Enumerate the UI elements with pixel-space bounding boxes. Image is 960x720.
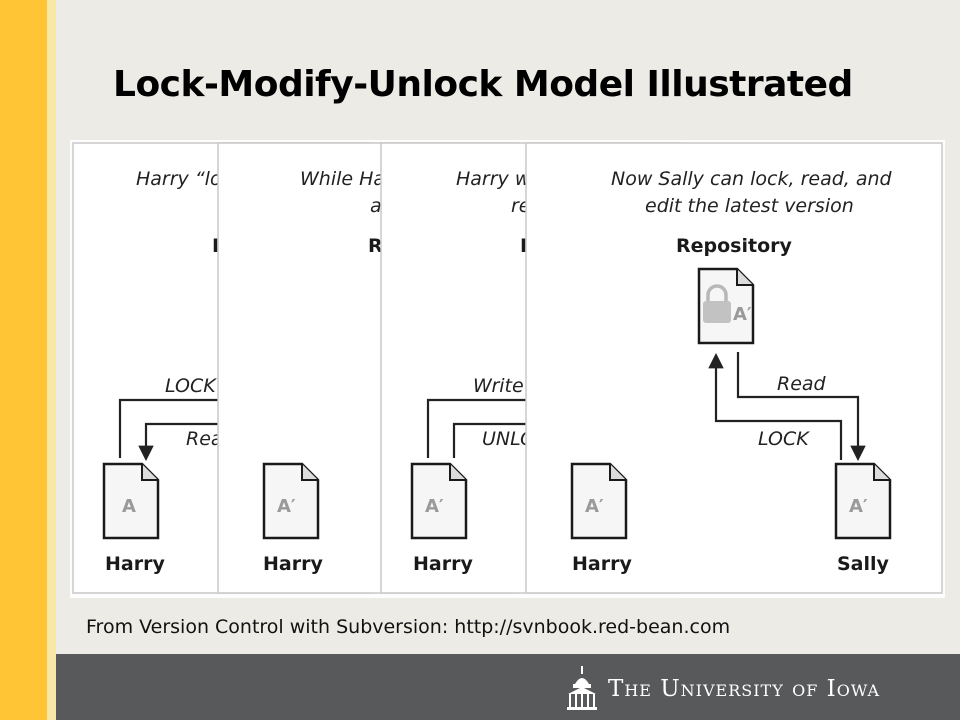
university-logo-text: The University of Iowa bbox=[608, 676, 881, 702]
repository-label: Repository bbox=[676, 235, 792, 257]
read-arrow bbox=[736, 352, 866, 462]
panel-1-partial-char: I bbox=[212, 235, 219, 257]
panel-1-read-arrow bbox=[138, 422, 220, 462]
panel-3-write-arrow bbox=[426, 398, 530, 458]
side-stripe-light bbox=[47, 0, 56, 720]
panel-3-unlock-label: UNLO bbox=[482, 428, 535, 450]
panel-1-lock-label: LOCK bbox=[165, 375, 217, 397]
lock-icon bbox=[703, 284, 731, 323]
footer-bar bbox=[56, 654, 960, 720]
panel-2-partial-label: R bbox=[368, 235, 383, 257]
panel-4-caption-line-1: Now Sally can lock, read, and bbox=[611, 168, 893, 190]
panel-1-read-label: Rea bbox=[186, 428, 223, 450]
lock-arrow-label: LOCK bbox=[758, 428, 810, 450]
university-logo: The University of Iowa bbox=[566, 664, 880, 714]
sally-doc-letter: A′ bbox=[849, 496, 868, 517]
lock-modify-unlock-figure: Harry “lo I LOCK Rea A Harry While Ha a … bbox=[70, 140, 945, 598]
panel-4-caption-line-2: edit the latest version bbox=[645, 195, 854, 217]
sally-label: Sally bbox=[837, 553, 890, 575]
slide-title: Lock-Modify-Unlock Model Illustrated bbox=[113, 64, 853, 105]
old-capitol-icon bbox=[567, 666, 597, 710]
panel-3-unlock-arrow bbox=[452, 422, 530, 458]
panel-3-doc-letter: A′ bbox=[425, 496, 444, 517]
panel-1-doc-letter: A bbox=[122, 496, 136, 517]
read-arrow-label: Read bbox=[777, 373, 827, 395]
panel-1-caption: Harry “lo bbox=[136, 168, 222, 190]
panel-3-user: Harry bbox=[413, 553, 473, 575]
panel-3-caption-line-1: Harry w bbox=[456, 168, 531, 190]
repository-doc-letter: A′ bbox=[733, 304, 752, 325]
side-stripe-dark bbox=[0, 0, 47, 720]
lock-arrow bbox=[708, 352, 843, 460]
source-citation: From Version Control with Subversion: ht… bbox=[86, 616, 731, 638]
panel-1-user: Harry bbox=[105, 553, 165, 575]
panel-3-partial-char: I bbox=[520, 235, 527, 257]
panel-2-doc-letter: A′ bbox=[277, 496, 296, 517]
panel-2-user: Harry bbox=[263, 553, 323, 575]
harry-doc-letter: A′ bbox=[585, 496, 604, 517]
panel-3-write-label: Write bbox=[473, 375, 524, 397]
harry-label: Harry bbox=[572, 553, 632, 575]
panel-2-caption-line-1: While Ha bbox=[300, 168, 385, 190]
panel-2-caption-line-2: a bbox=[370, 195, 382, 217]
panel-1-lock-arrow bbox=[118, 398, 220, 458]
panel-4: Now Sally can lock, read, and edit the l… bbox=[525, 142, 943, 594]
